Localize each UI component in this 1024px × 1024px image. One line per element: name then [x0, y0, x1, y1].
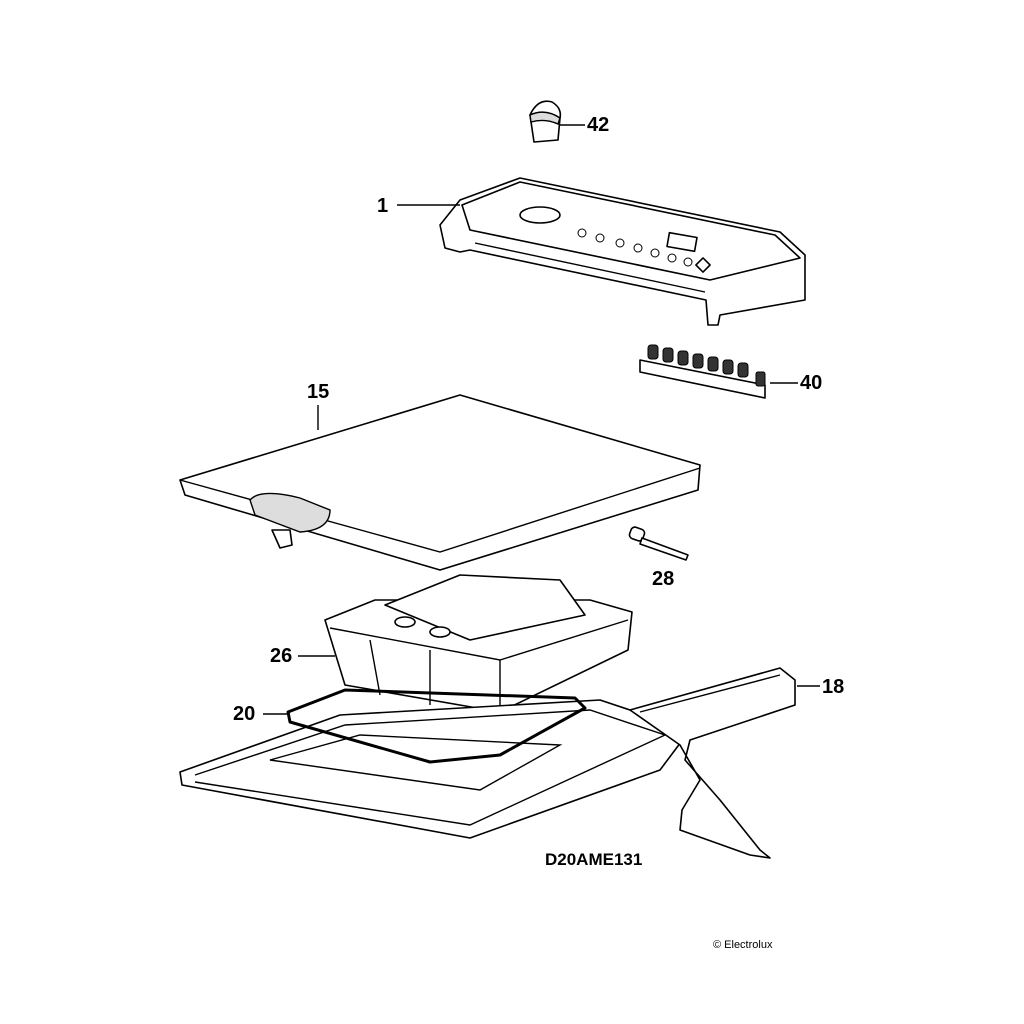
- drawing-code: D20AME131: [545, 850, 643, 869]
- part-pin-28: [628, 526, 689, 561]
- part-label-18: 18: [822, 676, 845, 698]
- part-label-42: 42: [587, 114, 610, 136]
- part-label-20: 20: [233, 703, 256, 725]
- part-button-set-40: [639, 344, 798, 399]
- part-label-1: 1: [377, 195, 389, 217]
- part-label-28: 28: [652, 568, 675, 590]
- copyright: © Electrolux: [713, 939, 773, 951]
- part-bracket-18: [629, 667, 820, 859]
- part-label-40: 40: [800, 372, 823, 394]
- part-control-panel-1: [397, 177, 806, 326]
- part-knob-42: [529, 100, 585, 143]
- part-label-15: 15: [307, 381, 330, 403]
- part-gasket-20: [263, 688, 587, 764]
- part-label-26: 26: [270, 645, 293, 667]
- part-top-frame: [179, 699, 691, 839]
- part-dispenser-26: [298, 574, 633, 713]
- part-lid-15: [179, 394, 701, 571]
